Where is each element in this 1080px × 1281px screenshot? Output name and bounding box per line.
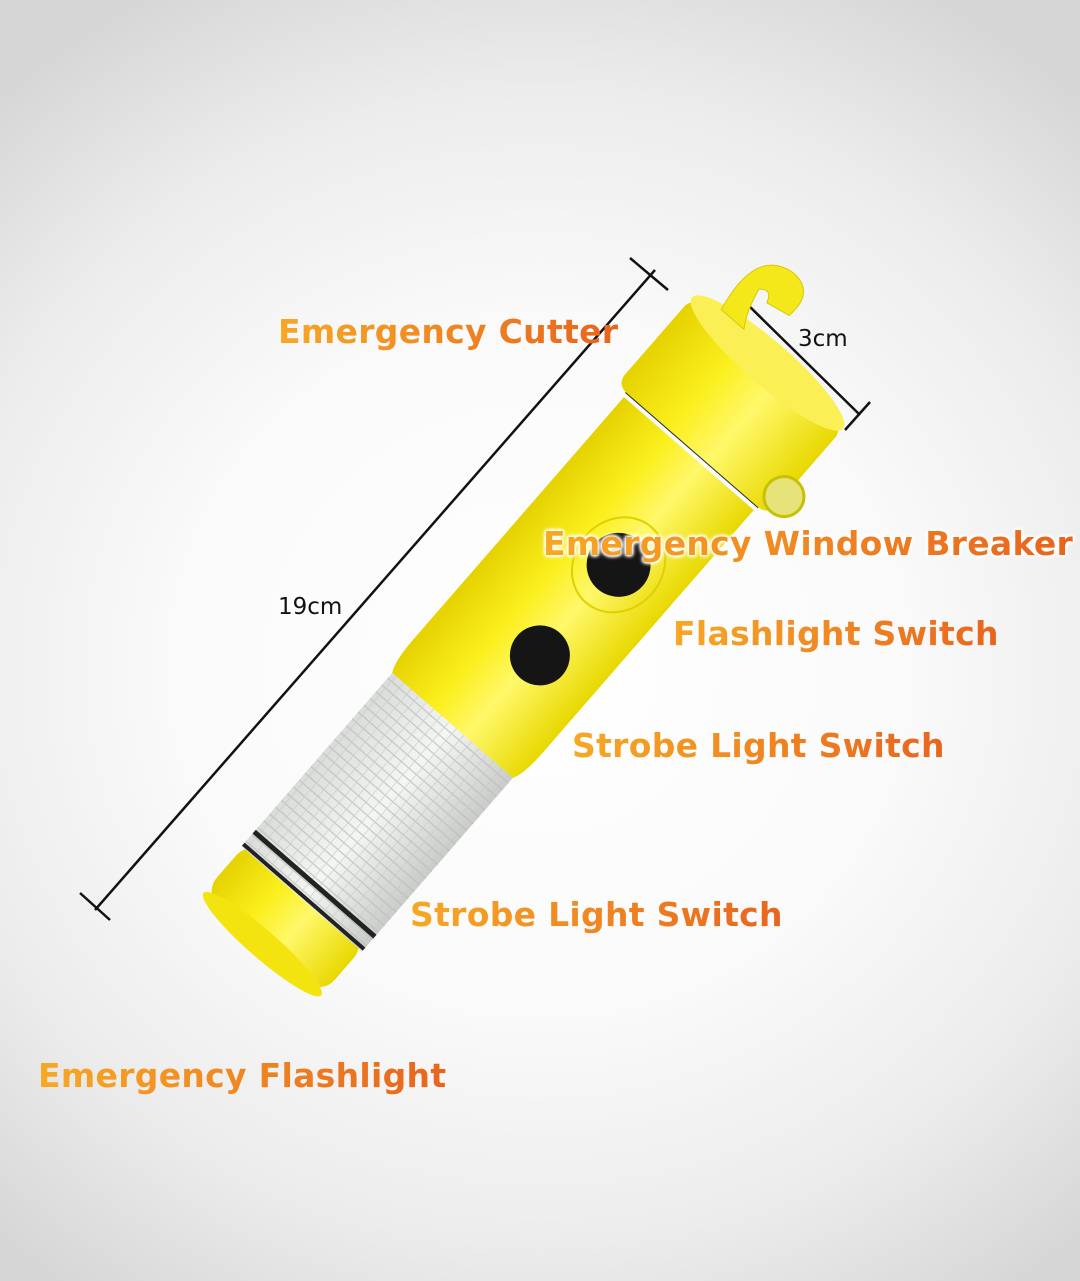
width-dimension-label: 3cm: [798, 326, 848, 352]
length-dimension-line: [79, 257, 669, 921]
flashlight-body: [202, 264, 845, 997]
label-flashlight-switch: Flashlight Switch: [673, 614, 999, 653]
label-strobe-switch-lower: Strobe Light Switch: [410, 895, 783, 934]
label-emergency-cutter: Emergency Cutter: [278, 312, 619, 351]
length-dimension-label: 19cm: [278, 594, 343, 620]
label-strobe-switch: Strobe Light Switch: [572, 726, 945, 765]
label-window-breaker: Emergency Window Breaker: [543, 524, 1074, 563]
label-emergency-flashlight: Emergency Flashlight: [38, 1056, 447, 1095]
